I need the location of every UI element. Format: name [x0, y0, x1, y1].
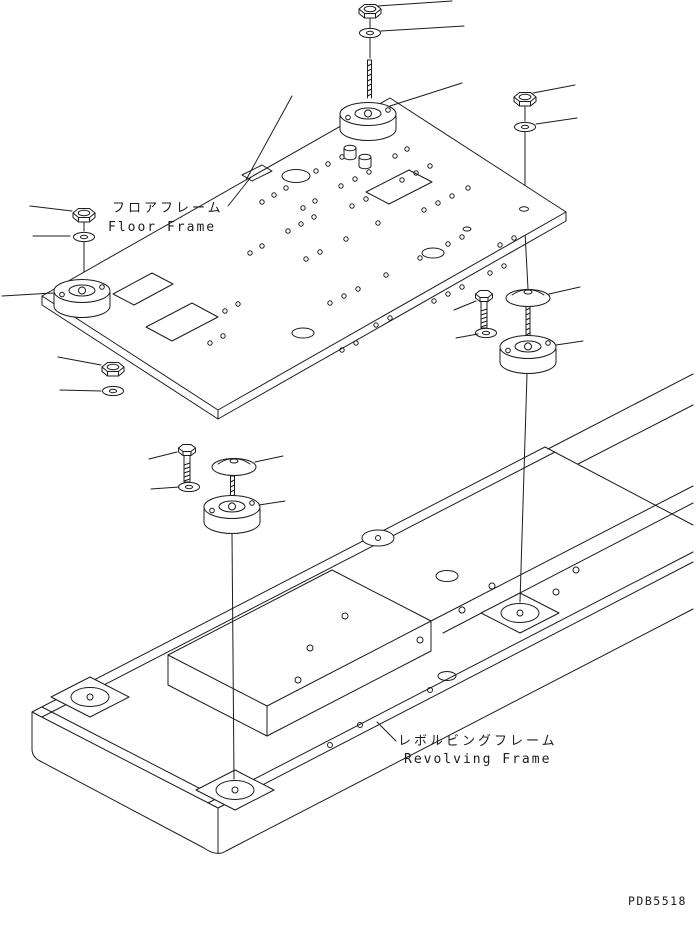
- hardware: [53, 4, 557, 534]
- revolving-frame-label-ja: レボルビングフレーム: [398, 734, 558, 749]
- hex-nut-2: [72, 208, 96, 223]
- spacer-bushing-2: [358, 153, 372, 170]
- spacer-bushing-1: [343, 144, 357, 161]
- floor-frame-plate: [41, 97, 567, 420]
- dome-seat-washer-3: [505, 289, 551, 307]
- viscous-mount-2: [53, 279, 111, 318]
- part-number: PDB5518: [628, 894, 687, 908]
- viscous-mount-1: [339, 102, 397, 141]
- assembly-axis-lines: [83, 14, 529, 780]
- hex-nut-5: [101, 362, 125, 377]
- deck-holes: [294, 566, 580, 748]
- hex-nut-3: [513, 92, 537, 107]
- leader-lines: [1, 0, 584, 742]
- flat-washer-3: [514, 121, 536, 133]
- dome-seat-washer-4: [211, 458, 257, 476]
- mount-pad-1: [50, 676, 130, 718]
- frame-rim-lines: [41, 451, 694, 804]
- plate-outline: [41, 97, 567, 411]
- flat-washer-4: [178, 481, 200, 493]
- stud-threads-1: [367, 59, 372, 99]
- mount-pad-2: [195, 769, 275, 811]
- flat-washer-3b: [475, 327, 497, 339]
- plate-cutouts: [112, 164, 529, 342]
- flat-washer-5: [102, 385, 124, 397]
- stud-threads-3: [525, 303, 531, 336]
- plate-holes: [207, 146, 517, 353]
- frame-opening: [167, 569, 432, 737]
- plate-thickness: [41, 211, 567, 420]
- flat-washer-2: [73, 231, 95, 243]
- frame-outline: [31, 446, 694, 854]
- revolving-frame: [31, 373, 694, 854]
- hex-nut-1: [358, 4, 382, 19]
- viscous-mount-4: [203, 495, 261, 534]
- revolving-frame-label-en: Revolving Frame: [404, 752, 551, 767]
- frame-beams: [430, 373, 694, 634]
- hex-bolt-4: [178, 444, 196, 483]
- mount-pad-3: [480, 592, 560, 634]
- floor-frame-label-ja: フロアフレーム: [112, 201, 224, 216]
- mount-pad-4: [361, 529, 395, 547]
- hex-bolt-3: [475, 290, 493, 329]
- flat-washer-1: [359, 27, 381, 39]
- floor-frame-label-en: Floor Frame: [108, 220, 216, 235]
- viscous-mount-3: [499, 335, 557, 374]
